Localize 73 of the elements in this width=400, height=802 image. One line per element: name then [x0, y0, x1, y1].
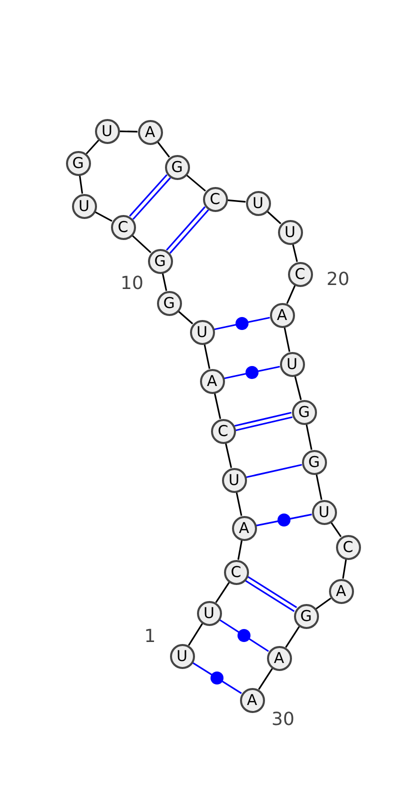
base-circle: C [224, 560, 248, 584]
base-pair-line [128, 174, 172, 220]
backbone-line [224, 443, 232, 468]
backbone-line [284, 327, 290, 352]
backbone-line [86, 140, 100, 154]
base-circle: U [170, 644, 194, 668]
backbone-line [237, 540, 243, 560]
backbone-line [186, 174, 206, 192]
base-pair-line [166, 206, 210, 254]
base-circle: G [156, 290, 182, 316]
base-circle: C [210, 418, 236, 444]
backbone-line [294, 376, 302, 400]
backbone-line [188, 623, 204, 646]
backbone-line [306, 424, 312, 450]
backbone-line [292, 244, 298, 262]
base-circle: A [200, 368, 224, 394]
base-circle: G [302, 450, 326, 474]
position-number: 1 [144, 627, 156, 647]
base-pair-line [234, 412, 294, 432]
base-circle: U [246, 190, 270, 216]
base-circle: G [66, 150, 90, 176]
backbone-line [316, 474, 322, 500]
backbone-line [119, 130, 138, 132]
backbone-line [266, 210, 282, 224]
base-circle: A [138, 120, 162, 144]
base-circle: G [292, 400, 316, 424]
base-circle: G [294, 604, 318, 628]
backbone-line [94, 211, 112, 222]
backbone-line [215, 582, 230, 603]
backbone-line [227, 199, 246, 203]
backbone-line [258, 668, 273, 690]
base-pair-line [256, 514, 312, 526]
backbone-line [132, 234, 152, 254]
base-pair-line [219, 619, 269, 652]
position-number: 10 [120, 274, 144, 294]
base-circle: C [110, 214, 136, 240]
base-circle: A [232, 516, 256, 540]
base-pair-line [246, 464, 302, 478]
base-circle: U [94, 118, 120, 144]
base-circle: C [336, 534, 360, 560]
backbone-line [157, 141, 170, 158]
backbone-line [285, 626, 300, 648]
base-circle: C [288, 262, 312, 286]
backbone-line [316, 598, 332, 610]
backbone-line [342, 559, 347, 579]
base-pair-line [192, 662, 242, 694]
base-circle: U [196, 600, 222, 626]
base-circle: U [190, 320, 214, 344]
base-pair-line [244, 576, 298, 612]
position-number: 30 [272, 710, 294, 730]
base-circle: U [312, 500, 336, 524]
position-number: 20 [326, 270, 350, 290]
base-circle: C [202, 186, 228, 212]
base-circle: A [266, 646, 292, 670]
base-pair-line [224, 366, 280, 380]
base-circle: U [72, 194, 96, 218]
backbone-line [78, 175, 84, 194]
backbone-line [178, 310, 194, 324]
base-circle: A [270, 302, 294, 328]
base-circle: A [240, 688, 264, 712]
base-circle: U [222, 468, 246, 492]
backbone-line [162, 273, 168, 291]
base-circle: U [280, 352, 304, 376]
base-circle: G [164, 154, 190, 180]
backbone-line [204, 344, 210, 369]
base-circle: G [148, 248, 172, 274]
backbone-line [236, 492, 242, 516]
base-circle: A [328, 578, 354, 604]
backbone-line [286, 285, 296, 304]
base-circle: U [278, 220, 302, 244]
base-pair-line [214, 316, 270, 330]
backbone-line [214, 393, 222, 419]
backbone-line [330, 522, 342, 538]
